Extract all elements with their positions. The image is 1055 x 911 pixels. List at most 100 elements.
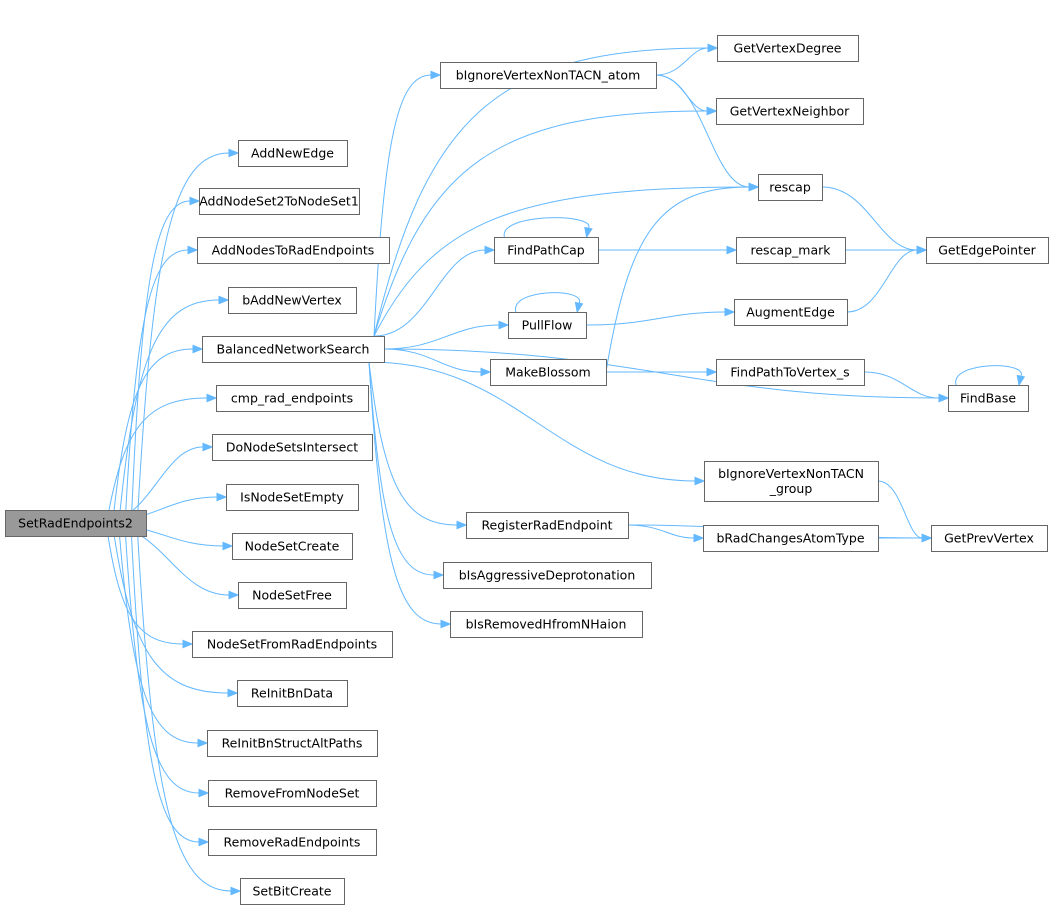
node-label: bIgnoreVertexNonTACN_atom — [456, 68, 641, 83]
node-nodesetcreate[interactable]: NodeSetCreate — [232, 533, 353, 560]
node-label: AddNewEdge — [251, 146, 334, 161]
node-isnodesetempty[interactable]: IsNodeSetEmpty — [226, 484, 359, 511]
edge-findpathcap-to-findpathcap — [503, 217, 593, 239]
node-balancednetworksearch[interactable]: BalancedNetworkSearch — [202, 336, 385, 363]
node-label: PullFlow — [522, 318, 573, 333]
node-makeblossom[interactable]: MakeBlossom — [490, 359, 607, 386]
node-box — [703, 525, 879, 552]
node-getvertexdegree[interactable]: GetVertexDegree — [717, 35, 859, 62]
node-bisaggressivedeprotonation[interactable]: bIsAggressiveDeprotonation — [443, 562, 652, 589]
edge-findbase-to-findbase — [955, 365, 1026, 387]
edge-makeblossom-to-findpathtovertex — [606, 367, 718, 377]
node-box — [494, 237, 599, 264]
node-label: AugmentEdge — [746, 305, 835, 320]
node-cmp-rad-endpoints[interactable]: cmp_rad_endpoints — [216, 385, 369, 412]
node-label: IsNodeSetEmpty — [240, 490, 344, 505]
node-pullflow[interactable]: PullFlow — [508, 312, 587, 339]
node-label: bIsAggressiveDeprotonation — [459, 568, 636, 583]
node-label: RemoveFromNodeSet — [225, 786, 360, 801]
edge-bns-to-bisaggressive — [368, 361, 445, 580]
node-box — [237, 680, 348, 707]
node-removefromnodeset[interactable]: RemoveFromNodeSet — [208, 780, 377, 807]
edge-root-to-removefromnodeset — [124, 522, 210, 798]
node-donodesetsintersect[interactable]: DoNodeSetsIntersect — [212, 434, 373, 461]
edge-root-to-setbitcreate — [136, 522, 242, 896]
node-addnewedge[interactable]: AddNewEdge — [238, 140, 348, 167]
edge-bns-to-findpathcap — [373, 245, 496, 337]
edge-bignoreatom-to-getvertexdegree — [655, 43, 719, 76]
node-label: GetVertexDegree — [734, 41, 842, 56]
node-nodesetfree[interactable]: NodeSetFree — [238, 582, 347, 609]
node-box — [736, 237, 846, 264]
node-box — [440, 62, 657, 89]
node-findpathtovertex-s[interactable]: FindPathToVertex_s — [716, 359, 865, 386]
edge-root-to-addnodestorad — [124, 245, 199, 524]
node-bisremovedhfromnhaion[interactable]: bIsRemovedHfromNHaion — [450, 611, 643, 638]
node-label: NodeSetFree — [252, 588, 332, 603]
node-bradchangesatomtype[interactable]: bRadChangesAtomType — [703, 525, 879, 552]
edge-pullflow-to-pullflow — [515, 292, 584, 314]
node-augmentedge[interactable]: AugmentEdge — [734, 299, 848, 326]
node-box — [197, 237, 390, 264]
node-label: BalancedNetworkSearch — [217, 342, 370, 357]
node-label: FindPathCap — [507, 243, 584, 258]
node-box — [450, 611, 643, 638]
node-reinitbnstructaltpaths[interactable]: ReInitBnStructAltPaths — [207, 730, 378, 757]
node-label: bIgnoreVertexNonTACN — [718, 466, 864, 481]
edge-root-to-addnodeset2 — [130, 196, 201, 524]
node-bignorevertexnontacn-atom[interactable]: bIgnoreVertexNonTACN_atom — [440, 62, 657, 89]
node-getedgepointer[interactable]: GetEdgePointer — [926, 237, 1049, 264]
edge-findpathtovertex-to-findbase — [863, 371, 950, 403]
node-getprevvertex[interactable]: GetPrevVertex — [931, 525, 1048, 552]
node-box — [716, 359, 865, 386]
node-box — [716, 98, 864, 125]
edge-root-to-baddnewvertex — [118, 295, 230, 524]
node-rescap-mark[interactable]: rescap_mark — [736, 237, 846, 264]
node-setbitcreate[interactable]: SetBitCreate — [240, 878, 345, 905]
node-addnodeset2tonodeset1[interactable]: AddNodeSet2ToNodeSet1 — [199, 188, 360, 215]
node-label: bRadChangesAtomType — [716, 531, 864, 546]
node-label: DoNodeSetsIntersect — [226, 440, 358, 455]
node-box — [931, 525, 1048, 552]
node-bignorevertexnontacn-group[interactable]: bIgnoreVertexNonTACN_group — [704, 461, 879, 502]
node-addnodestoradendpoints[interactable]: AddNodesToRadEndpoints — [197, 237, 390, 264]
node-label: rescap_mark — [751, 243, 832, 258]
node-box — [490, 359, 607, 386]
node-box — [240, 878, 345, 905]
node-label: GetEdgePointer — [938, 243, 1036, 258]
node-label: RemoveRadEndpoints — [224, 835, 361, 850]
node-box — [228, 287, 357, 314]
node-box — [948, 385, 1029, 412]
edge-bns-to-makeblossom — [383, 348, 492, 377]
node-box — [202, 336, 385, 363]
node-label: ReInitBnStructAltPaths — [222, 736, 363, 751]
node-findbase[interactable]: FindBase — [948, 385, 1029, 412]
node-nodesetfromradendpoints[interactable]: NodeSetFromRadEndpoints — [192, 631, 393, 658]
node-registerradendpoint[interactable]: RegisterRadEndpoint — [466, 512, 629, 539]
edge-root-to-removeradendpoints — [130, 522, 210, 847]
node-label: NodeSetCreate — [245, 539, 340, 554]
edge-bns-to-bisremoved — [368, 361, 452, 629]
node-box — [508, 312, 587, 339]
node-label: _group — [769, 481, 813, 496]
edge-root-to-bns — [112, 344, 204, 524]
node-baddnewvertex[interactable]: bAddNewVertex — [228, 287, 357, 314]
node-setradendpoints2: SetRadEndpoints2 — [5, 510, 147, 537]
node-removeradendpoints[interactable]: RemoveRadEndpoints — [208, 829, 377, 856]
node-label: SetRadEndpoints2 — [18, 516, 133, 531]
node-rescap[interactable]: rescap — [758, 174, 823, 201]
node-reinitbndata[interactable]: ReInitBnData — [237, 680, 348, 707]
edge-augmentedge-to-getedgepointer — [846, 245, 928, 313]
node-label: AddNodesToRadEndpoints — [212, 243, 375, 258]
node-label: AddNodeSet2ToNodeSet1 — [199, 194, 359, 209]
node-label: NodeSetFromRadEndpoints — [207, 637, 377, 652]
node-label: bIsRemovedHfromNHaion — [466, 617, 627, 632]
edge-bns-to-pullflow — [383, 320, 510, 350]
node-findpathcap[interactable]: FindPathCap — [494, 237, 599, 264]
node-box — [207, 730, 378, 757]
node-getvertexneighbor[interactable]: GetVertexNeighbor — [716, 98, 864, 125]
node-label: SetBitCreate — [252, 884, 331, 899]
edge-root-to-reinitbnstruct — [118, 522, 209, 748]
node-label: cmp_rad_endpoints — [231, 391, 353, 406]
